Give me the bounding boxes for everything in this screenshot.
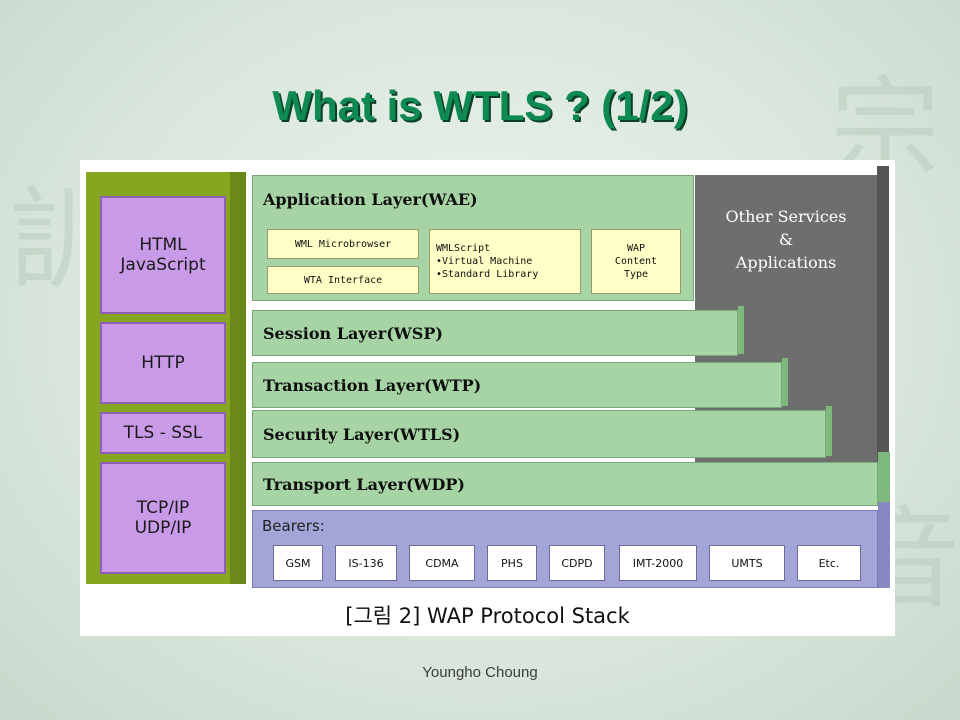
bearer-etc: Etc.: [797, 545, 861, 581]
bearer-is136: IS-136: [335, 545, 397, 581]
transaction-layer: Transaction Layer(WTP): [252, 362, 782, 408]
bearers-label: Bearers:: [262, 517, 325, 535]
wmlscript-box: WMLScript •Virtual Machine •Standard Lib…: [429, 229, 581, 294]
transaction-layer-side: [782, 358, 788, 406]
session-layer-side: [738, 306, 744, 354]
slide-footer-author: Youngho Choung: [422, 664, 538, 681]
slide-title: What is WTLS ? (1/2): [272, 82, 688, 129]
bearer-umts: UMTS: [709, 545, 785, 581]
wap-content-type-box: WAP Content Type: [591, 229, 681, 294]
left-box-tcp-udp: TCP/IP UDP/IP: [100, 462, 226, 574]
bearer-cdpd: CDPD: [549, 545, 605, 581]
wap-protocol-stack-figure: HTML JavaScript HTTP TLS - SSL TCP/IP UD…: [80, 160, 895, 636]
left-box-tls-ssl: TLS - SSL: [100, 412, 226, 454]
bearer-imt2000: IMT-2000: [619, 545, 697, 581]
session-layer: Session Layer(WSP): [252, 310, 738, 356]
bearers-side: [878, 502, 890, 588]
bearer-phs: PHS: [487, 545, 537, 581]
figure-caption: [그림 2] WAP Protocol Stack: [345, 604, 630, 628]
left-box-html-javascript: HTML JavaScript: [100, 196, 226, 314]
application-layer: Application Layer(WAE) WML Microbrowser …: [252, 175, 694, 301]
left-stack-column-side: [230, 172, 246, 584]
wml-microbrowser-box: WML Microbrowser: [267, 229, 419, 259]
bearer-gsm: GSM: [273, 545, 323, 581]
wta-interface-box: WTA Interface: [267, 266, 419, 294]
transport-layer-side: [878, 452, 890, 502]
application-layer-title: Application Layer(WAE): [263, 190, 478, 209]
other-services-side: [877, 166, 889, 462]
transport-layer: Transport Layer(WDP): [252, 462, 878, 506]
bearers-layer: Bearers: GSM IS-136 CDMA PHS CDPD IMT-20…: [252, 510, 878, 588]
security-layer: Security Layer(WTLS): [252, 410, 826, 458]
security-layer-side: [826, 406, 832, 456]
left-box-http: HTTP: [100, 322, 226, 404]
bearer-cdma: CDMA: [409, 545, 475, 581]
